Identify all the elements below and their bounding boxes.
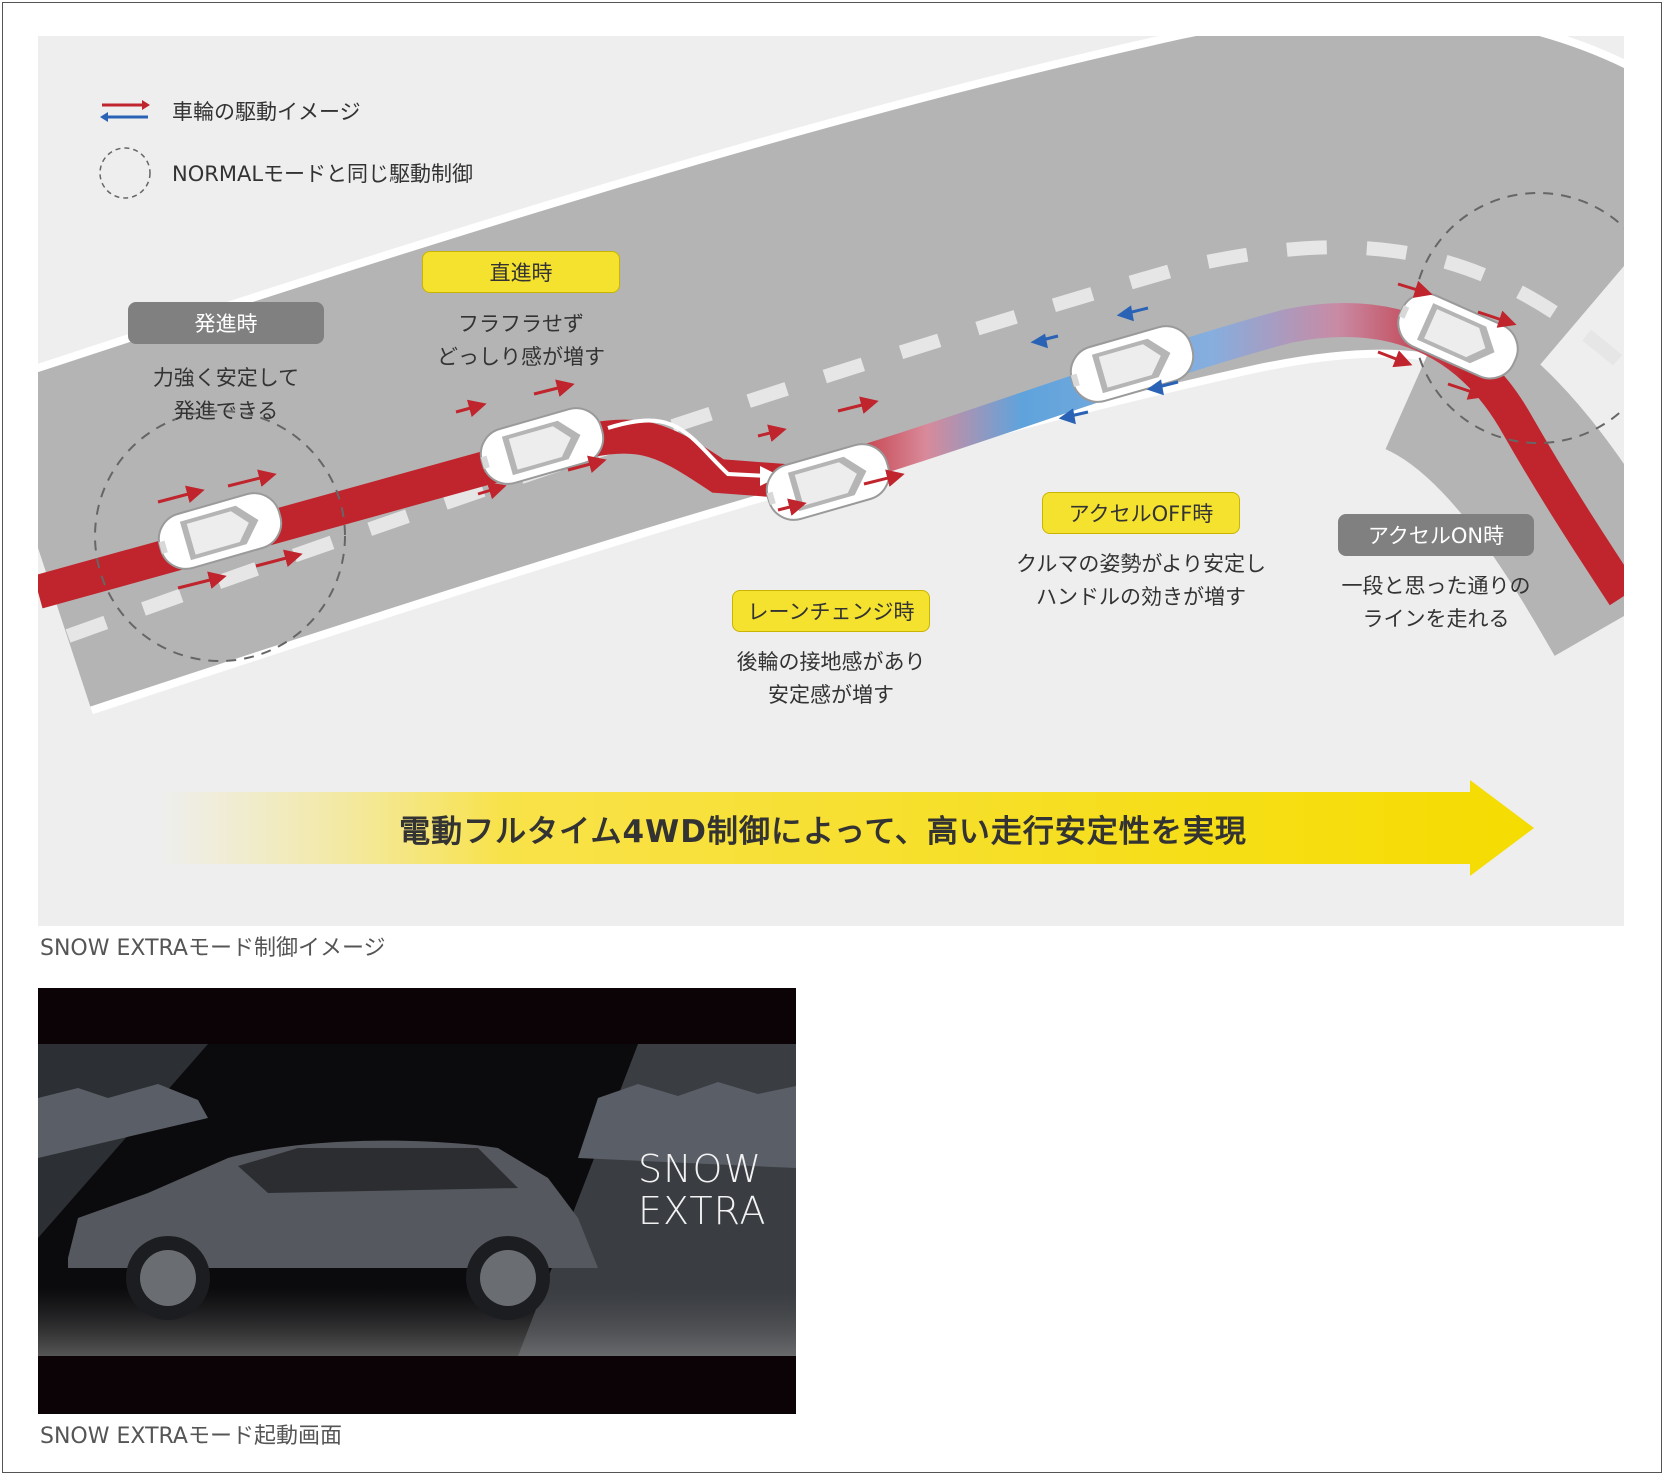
desc-accel-on: 一段と思った通りのラインを走れる xyxy=(1341,574,1531,631)
tag-straight: 直進時 xyxy=(422,251,620,293)
control-diagram: 車輪の駆動イメージ NORMALモードと同じ駆動制御 発進時 力強く安定して発進… xyxy=(38,36,1624,926)
suv-photo xyxy=(38,1044,796,1414)
snow-extra-label: SNOW EXTRA xyxy=(638,1147,767,1233)
tag-accel-off: アクセルOFF時 xyxy=(1042,492,1240,534)
legend-normal-label: NORMALモードと同じ駆動制御 xyxy=(172,162,474,186)
desc-straight: フラフラせずどっしり感が増す xyxy=(437,312,605,369)
desc-start: 力強く安定して発進できる xyxy=(152,366,300,423)
legend-normal: NORMALモードと同じ駆動制御 xyxy=(98,146,473,200)
summary-banner: 電動フルタイム4WD制御によって、高い走行安定性を実現 xyxy=(158,780,1558,876)
tag-lane-change: レーンチェンジ時 xyxy=(732,590,930,632)
tag-accel-on: アクセルON時 xyxy=(1338,514,1534,556)
caption-photo: SNOW EXTRAモード起動画面 xyxy=(40,1424,342,1449)
desc-lane-change: 後輪の接地感があり安定感が増す xyxy=(736,650,926,707)
desc-accel-off: クルマの姿勢がより安定しハンドルの効きが増す xyxy=(1016,552,1266,609)
legend-drive-label: 車輪の駆動イメージ xyxy=(172,100,361,124)
dashed-circle-icon xyxy=(98,146,152,200)
caption-diagram: SNOW EXTRAモード制御イメージ xyxy=(40,936,386,961)
tag-start: 発進時 xyxy=(128,302,324,344)
legend-drive: 車輪の駆動イメージ xyxy=(98,84,361,138)
drive-arrows-icon xyxy=(98,84,152,138)
banner-arrow-icon xyxy=(158,780,1534,876)
snow-extra-screen-image: SNOW EXTRA xyxy=(38,988,796,1414)
road-illustration xyxy=(38,36,1624,715)
banner-text: 電動フルタイム4WD制御によって、高い走行安定性を実現 xyxy=(399,813,1247,850)
